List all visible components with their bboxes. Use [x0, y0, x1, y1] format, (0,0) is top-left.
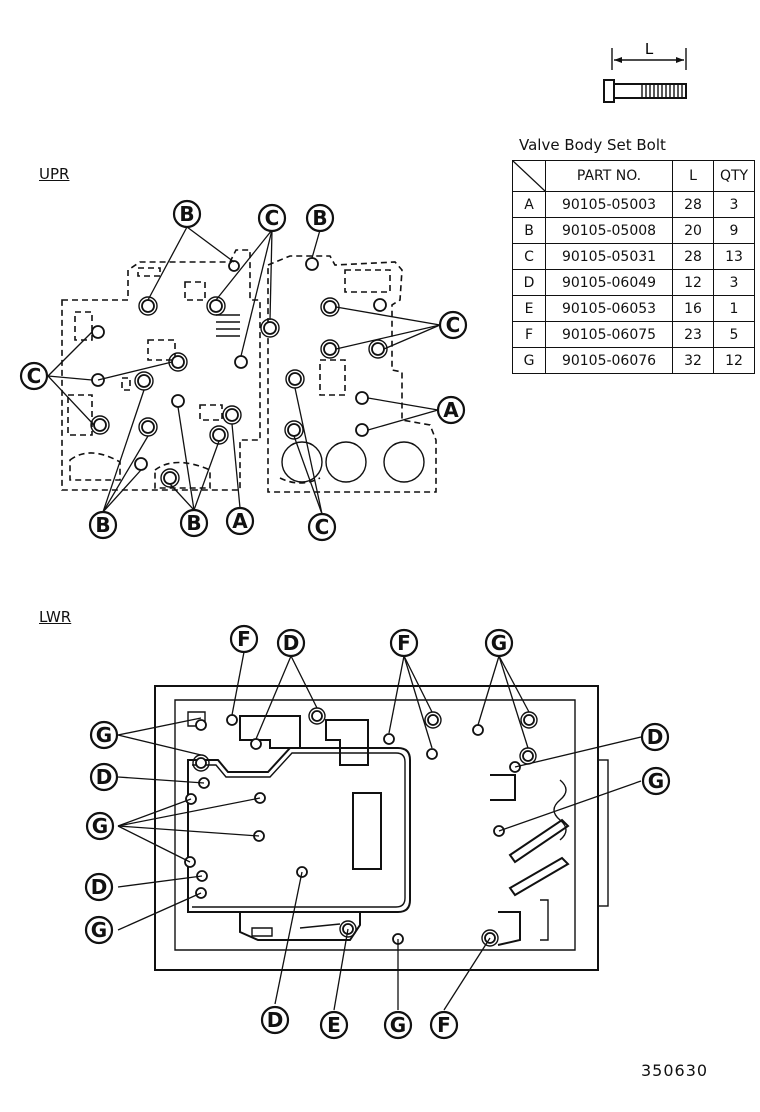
bolt-length-label: L: [645, 40, 654, 58]
svg-text:G: G: [648, 769, 664, 793]
svg-text:C: C: [27, 364, 42, 388]
row-qty: 9: [713, 217, 755, 244]
callout-upper-b: B: [172, 199, 202, 229]
svg-text:D: D: [283, 631, 300, 655]
svg-text:G: G: [91, 918, 107, 942]
callout-lower-g: G: [89, 720, 119, 750]
svg-text:G: G: [92, 814, 108, 838]
row-qty: 3: [713, 191, 755, 218]
callout-upper-b: B: [179, 508, 209, 538]
svg-text:D: D: [647, 725, 664, 749]
svg-text:B: B: [95, 513, 110, 537]
svg-text:G: G: [96, 723, 112, 747]
svg-text:B: B: [312, 206, 327, 230]
bolt-table: PART NO. L QTY A 90105-05003 28 3 B 9010…: [512, 160, 755, 374]
table-header-length: L: [672, 160, 714, 192]
callout-lower-d: D: [276, 628, 306, 658]
row-qty: 1: [713, 295, 755, 322]
row-key: G: [512, 347, 546, 374]
section-label-lower: LWR: [39, 608, 72, 626]
callout-upper-b: B: [305, 203, 335, 233]
svg-text:F: F: [397, 631, 411, 655]
svg-text:B: B: [179, 202, 194, 226]
table-row: E 90105-06053 16 1: [512, 295, 755, 322]
row-part-no: 90105-06049: [545, 269, 673, 296]
callout-lower-d: D: [89, 762, 119, 792]
callout-upper-c: C: [307, 512, 337, 542]
table-row: D 90105-06049 12 3: [512, 269, 755, 296]
table-title: Valve Body Set Bolt: [519, 136, 666, 154]
table-row: G 90105-06076 32 12: [512, 347, 755, 374]
svg-text:F: F: [437, 1013, 451, 1037]
table-row: C 90105-05031 28 13: [512, 243, 755, 270]
row-key: E: [512, 295, 546, 322]
figure-number: 350630: [641, 1061, 709, 1080]
callout-lower-f: F: [229, 624, 259, 654]
callout-upper-c: C: [19, 361, 49, 391]
callout-lower-g: G: [484, 628, 514, 658]
callout-upper-a: A: [436, 395, 466, 425]
svg-text:D: D: [91, 875, 108, 899]
row-length: 28: [672, 243, 714, 270]
callout-lower-f: F: [429, 1010, 459, 1040]
callout-upper-a: A: [225, 506, 255, 536]
svg-text:D: D: [267, 1008, 284, 1032]
callout-lower-g: G: [383, 1010, 413, 1040]
callout-upper-c: C: [438, 310, 468, 340]
row-part-no: 90105-06075: [545, 321, 673, 348]
callout-upper-c: C: [257, 203, 287, 233]
svg-text:A: A: [443, 398, 459, 422]
svg-text:C: C: [265, 206, 280, 230]
callout-lower-d: D: [84, 872, 114, 902]
row-length: 16: [672, 295, 714, 322]
bolt-icon: [603, 48, 687, 103]
svg-text:D: D: [96, 765, 113, 789]
row-part-no: 90105-06076: [545, 347, 673, 374]
svg-text:B: B: [186, 511, 201, 535]
callout-upper-b: B: [88, 510, 118, 540]
row-qty: 12: [713, 347, 755, 374]
svg-text:G: G: [390, 1013, 406, 1037]
table-row: F 90105-06075 23 5: [512, 321, 755, 348]
svg-text:E: E: [327, 1013, 341, 1037]
section-label-upper: UPR: [39, 165, 70, 183]
callout-lower-e: E: [319, 1010, 349, 1040]
row-part-no: 90105-05003: [545, 191, 673, 218]
row-length: 28: [672, 191, 714, 218]
row-length: 20: [672, 217, 714, 244]
svg-text:A: A: [232, 509, 248, 533]
row-part-no: 90105-05008: [545, 217, 673, 244]
table-row: B 90105-05008 20 9: [512, 217, 755, 244]
row-qty: 5: [713, 321, 755, 348]
callout-lower-g: G: [641, 766, 671, 796]
row-key: C: [512, 243, 546, 270]
callout-lower-g: G: [84, 915, 114, 945]
svg-text:G: G: [491, 631, 507, 655]
callout-lower-d: D: [640, 722, 670, 752]
callout-lower-g: G: [85, 811, 115, 841]
row-part-no: 90105-05031: [545, 243, 673, 270]
callout-lower-f: F: [389, 628, 419, 658]
row-qty: 13: [713, 243, 755, 270]
svg-text:C: C: [315, 515, 330, 539]
svg-text:F: F: [237, 627, 251, 651]
svg-text:C: C: [446, 313, 461, 337]
row-qty: 3: [713, 269, 755, 296]
callout-lower-d: D: [260, 1005, 290, 1035]
